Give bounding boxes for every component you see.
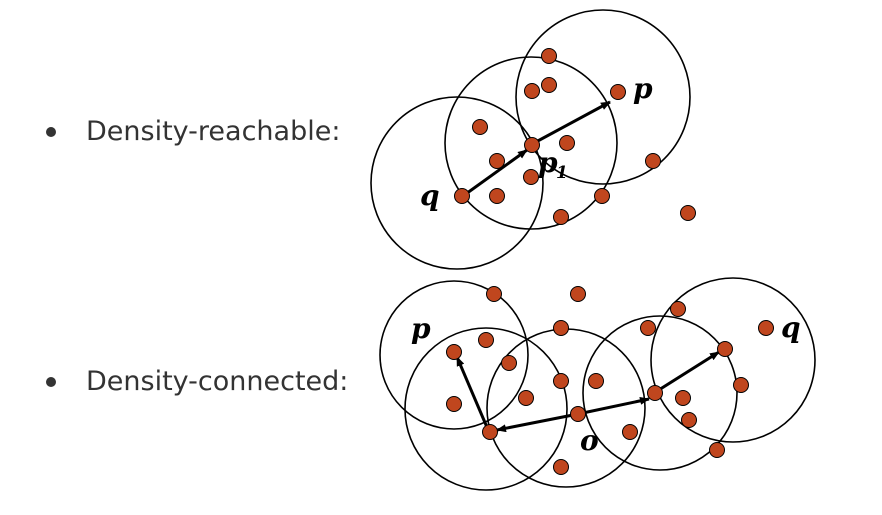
label-p1-subscript: 1 (556, 163, 568, 183)
data-point (541, 77, 557, 93)
connect-arrow (496, 412, 579, 433)
neighborhood-circle (515, 9, 691, 185)
data-point (553, 459, 569, 475)
neighborhood-circle (370, 96, 544, 270)
data-point-p1 (524, 137, 540, 153)
bullet-dot (46, 376, 56, 387)
bullet-label-reachable: Density-reachable: (86, 116, 341, 147)
connect-arrow (577, 396, 650, 416)
data-point (472, 119, 488, 135)
data-point-p (610, 84, 626, 100)
data-point (553, 320, 569, 336)
data-point (675, 390, 691, 406)
data-point (489, 188, 505, 204)
data-point (486, 286, 502, 302)
data-point (681, 412, 697, 428)
data-point (501, 355, 517, 371)
connected-diagram: p q o (379, 277, 816, 491)
data-point (640, 320, 656, 336)
data-point (518, 390, 534, 406)
connect-arrow (653, 350, 720, 395)
data-point (446, 344, 462, 360)
neighborhood-circle (582, 315, 738, 471)
data-point (489, 153, 505, 169)
data-point (594, 188, 610, 204)
neighborhood-circle (404, 327, 568, 491)
data-point (570, 286, 586, 302)
bullet-density-reachable: Density-reachable: (46, 116, 340, 147)
data-point (709, 442, 725, 458)
data-point (541, 48, 557, 64)
data-point (647, 385, 663, 401)
data-point (553, 373, 569, 389)
data-point-q (454, 188, 470, 204)
data-point (559, 135, 575, 151)
data-points (446, 286, 774, 475)
label-q: q (420, 179, 440, 212)
label-o: o (580, 424, 599, 457)
data-point (758, 320, 774, 336)
reach-arrow (462, 148, 528, 198)
neighborhood-circle (650, 277, 816, 443)
data-point (478, 332, 494, 348)
data-point (482, 424, 498, 440)
data-point-o (570, 406, 586, 422)
data-point (670, 301, 686, 317)
data-point (733, 377, 749, 393)
data-point (524, 83, 540, 99)
label-p1: p (538, 146, 558, 179)
connect-arrow (455, 356, 491, 433)
data-point (588, 373, 604, 389)
data-point (680, 205, 696, 221)
bullet-density-connected: Density-connected: (46, 366, 348, 397)
neighborhood-circle (379, 280, 529, 430)
reach-arrow (533, 100, 611, 145)
neighborhood-circle (444, 56, 618, 230)
reachable-diagram: q p 1 p (370, 9, 696, 270)
data-point (553, 209, 569, 225)
data-points (454, 48, 696, 225)
bullet-label-connected: Density-connected: (86, 366, 349, 397)
label-q: q (781, 311, 801, 344)
data-point (622, 424, 638, 440)
data-point (717, 341, 733, 357)
data-point (523, 169, 539, 185)
data-point (446, 396, 462, 412)
data-point (645, 153, 661, 169)
bullet-dot (46, 126, 56, 137)
label-p: p (633, 72, 653, 105)
label-p: p (411, 312, 431, 345)
